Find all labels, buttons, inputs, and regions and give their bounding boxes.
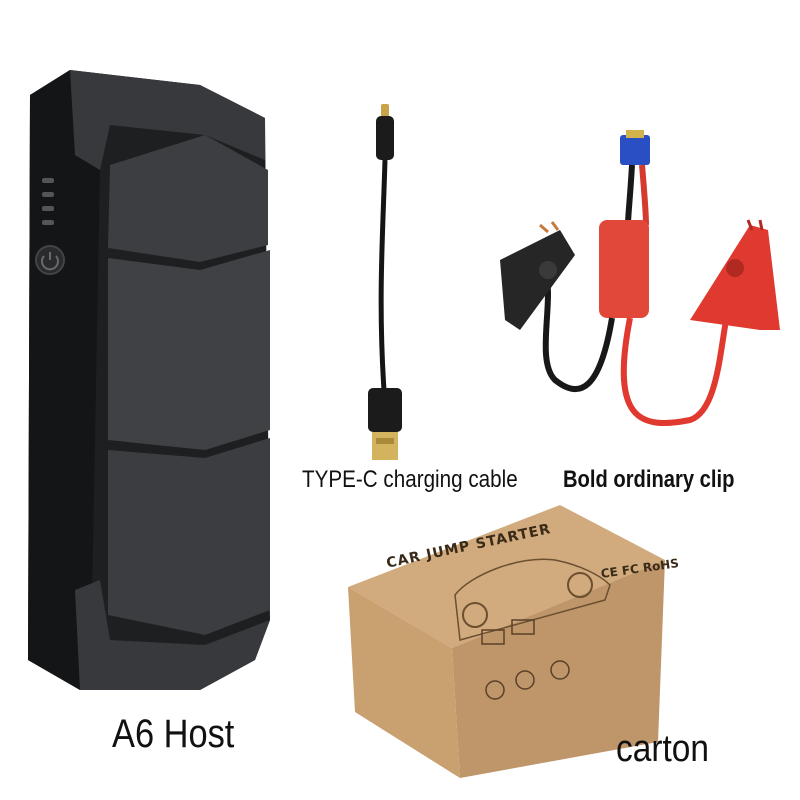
led-indicator xyxy=(42,206,54,211)
smart-box xyxy=(599,220,649,318)
label-bold-clip: Bold ordinary clip xyxy=(563,466,735,493)
carton-box xyxy=(348,505,665,778)
ec5-connector-icon xyxy=(620,135,650,165)
car-outline-icon xyxy=(454,558,611,641)
jump-starter-host xyxy=(28,70,270,690)
label-type-c-cable: TYPE-C charging cable xyxy=(302,466,518,493)
black-clamp xyxy=(500,230,575,330)
red-clamp xyxy=(690,225,780,330)
label-carton: carton xyxy=(616,728,709,770)
label-a6-host: A6 Host xyxy=(112,712,235,756)
led-indicator xyxy=(42,192,54,197)
led-indicator xyxy=(42,220,54,225)
led-indicator xyxy=(42,178,54,183)
type-c-cable xyxy=(368,104,402,460)
jumper-clips xyxy=(500,130,780,426)
